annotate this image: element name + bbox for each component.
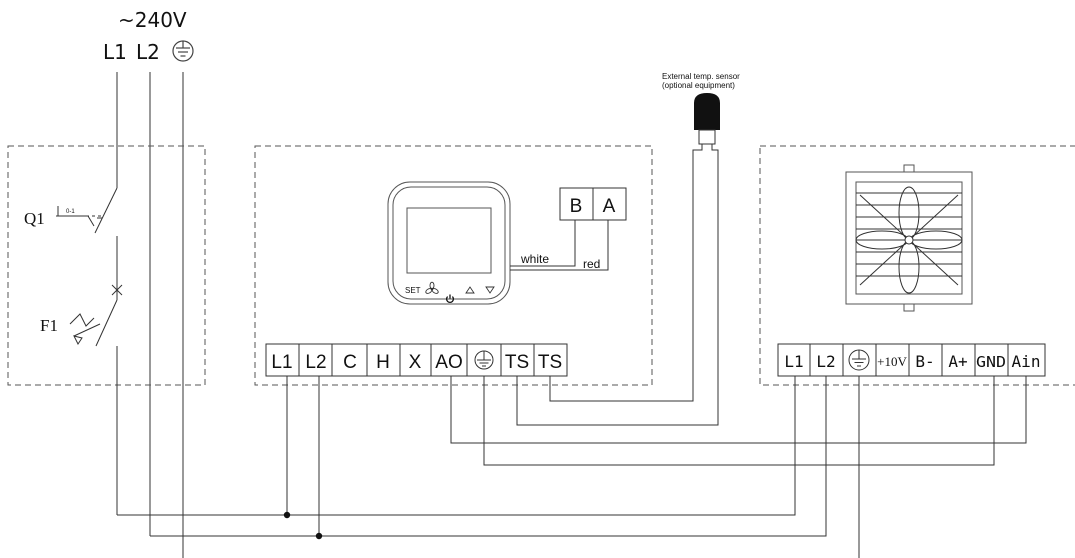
terminal-a-label: A [603,196,616,217]
sensor-label-line1: External temp. sensor [662,72,740,81]
ground-symbol-icon [172,40,194,62]
power-icon [445,294,455,303]
thermostat-terminal-ground-icon [474,350,494,370]
fan-terminal-b-minus: B- [915,352,934,371]
wire-white-label: white [520,252,549,266]
thermostat-terminal-ts2: TS [538,352,562,373]
terminal-a [592,187,627,221]
supply-line-l1-label: L1 [103,40,127,64]
fan-terminal-gnd: GND [976,353,1006,371]
switch-q1-tag: 0-1 [66,209,75,215]
junction-l2 [315,532,323,540]
switch-q1-label: Q1 [24,209,45,228]
fuse-f1-symbol [69,299,118,515]
wire-red-label: red [583,257,600,271]
thermostat-terminal-l1: L1 [271,352,292,373]
fan-terminal-ain: Ain [1012,352,1041,371]
supply-voltage-label: ~240V [118,8,187,32]
fan-icon [425,281,439,294]
thermostat-device: SET [387,181,511,305]
fan-terminal-10v: +10V [877,354,907,369]
fan-terminal-l2: L2 [816,352,835,371]
triangle-down-icon [485,286,495,294]
fuse-f1-label: F1 [40,316,58,335]
thermostat-box [254,145,653,386]
sensor-label-line2: (optional equipment) [662,81,735,90]
thermostat-terminal-c: C [343,352,357,373]
thermostat-terminal-ts1: TS [505,352,529,373]
thermostat-terminal-ao: AO [435,352,462,373]
fan-unit-device [845,164,973,312]
fan-terminal-ground-icon [848,349,870,371]
fan-unit-terminal-strip [777,343,1046,377]
thermostat-terminal-h: H [376,352,390,373]
thermostat-set-label: SET [405,286,421,295]
terminal-b-label: B [570,196,583,217]
fan-unit-box [759,145,1075,386]
fan-terminal-l1: L1 [784,352,803,371]
switch-q1-symbol [56,185,123,300]
thermostat-terminal-strip [265,343,568,377]
triangle-up-icon [465,286,475,294]
thermostat-terminal-l2: L2 [305,352,326,373]
junction-l1 [283,511,291,519]
thermostat-terminal-x: X [409,352,422,373]
fan-terminal-a-plus: A+ [948,352,967,371]
protection-box [7,145,206,386]
supply-line-l2-label: L2 [136,40,160,64]
temperature-sensor-icon [694,93,720,145]
